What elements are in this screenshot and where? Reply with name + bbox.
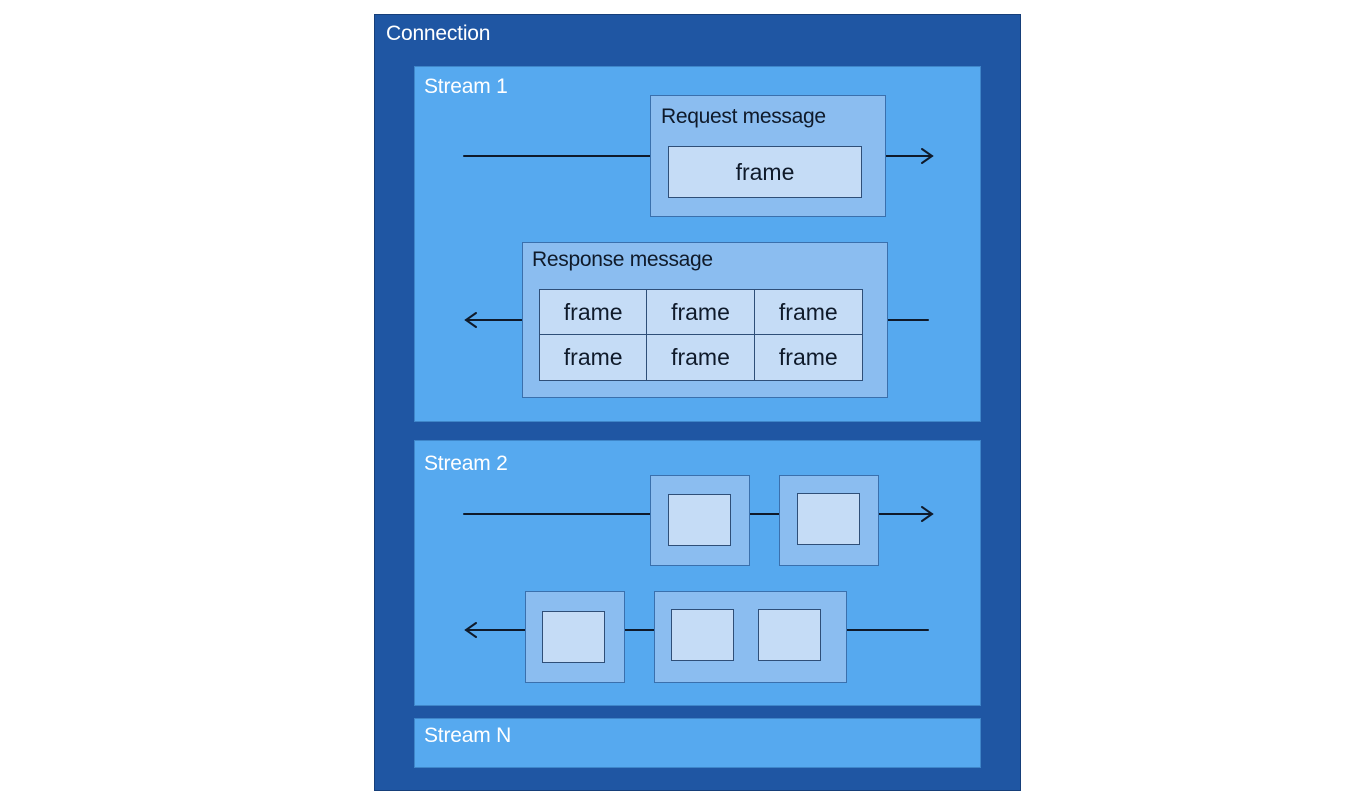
- connection-label: Connection: [386, 22, 491, 45]
- response-frame: frame: [647, 335, 755, 380]
- response-frame: frame: [647, 290, 755, 335]
- stream-n-label: Stream N: [424, 724, 512, 747]
- stream-2-response-frame: [542, 611, 605, 663]
- stream-n-box: [414, 718, 981, 768]
- response-frame: frame: [778, 344, 838, 370]
- stream-2-request-frame: [668, 494, 731, 546]
- response-frame: frame: [540, 335, 648, 380]
- response-frame: frame: [540, 290, 648, 335]
- response-frame: frame: [754, 290, 862, 335]
- stream-2-response-frame: [758, 609, 821, 661]
- stream-2-response-message: [525, 591, 625, 683]
- request-frame: frame: [668, 146, 862, 198]
- request-message-label: Request message: [661, 105, 826, 128]
- stream-1-label: Stream 1: [424, 75, 508, 98]
- stream-2-response-frame: [671, 609, 734, 661]
- stream-2-label: Stream 2: [424, 452, 508, 475]
- response-message-label: Response message: [532, 248, 713, 271]
- stream-2-request-frame: [797, 493, 860, 545]
- response-frame-grid: frame frame frame frame frame frame: [539, 289, 863, 381]
